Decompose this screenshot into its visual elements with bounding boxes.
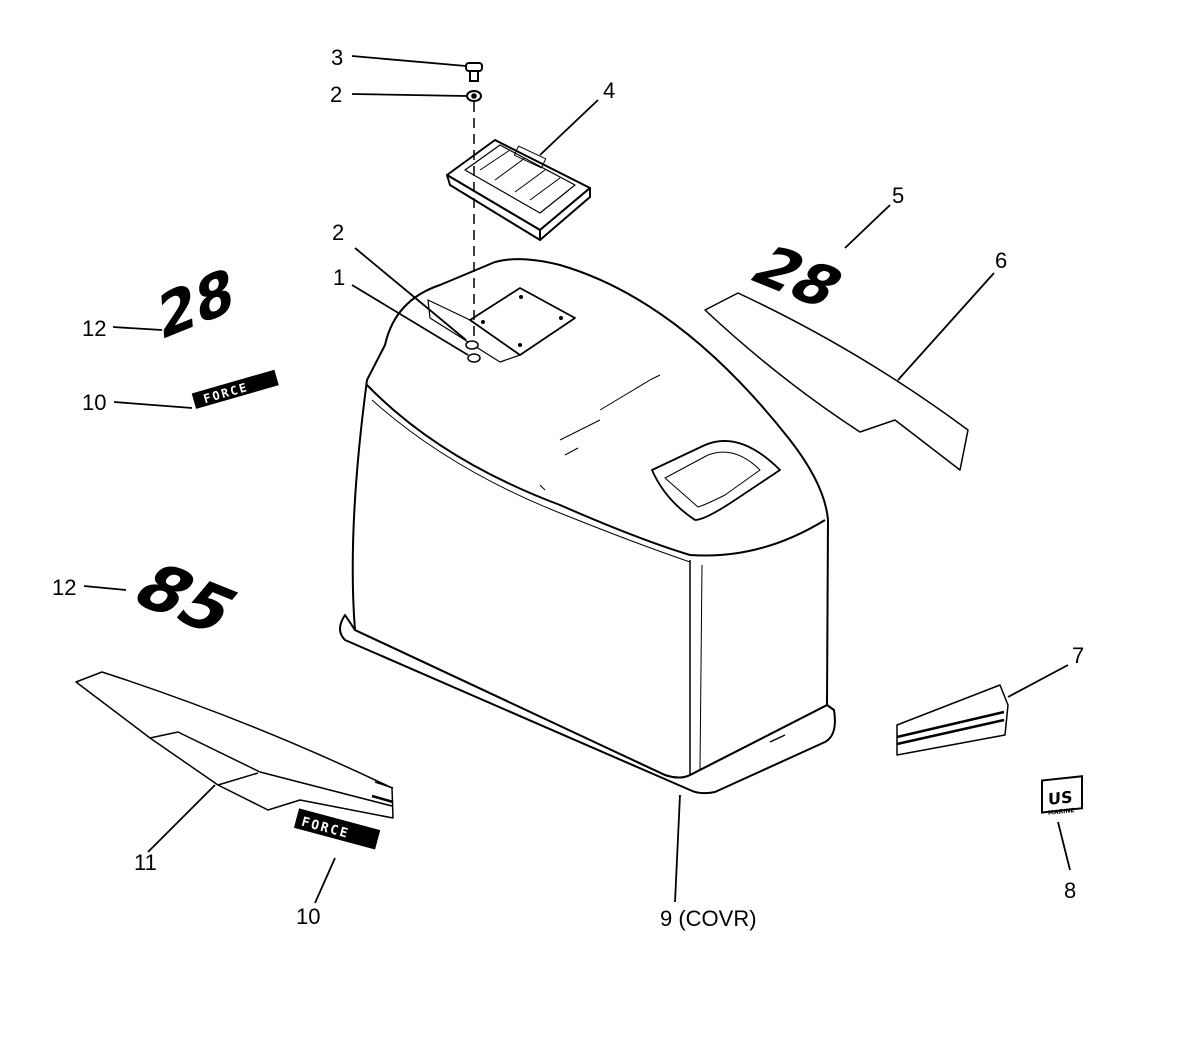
callout-3: 3	[331, 45, 343, 70]
us-marine-badge-text: US	[1048, 787, 1073, 809]
callout-8: 8	[1064, 878, 1076, 903]
callout-10-bottom: 10	[296, 904, 320, 929]
rear-stripe-decal	[896, 684, 1009, 756]
force-decal-outline: FORCE	[293, 808, 381, 850]
force-decal-black: FORCE	[191, 369, 279, 409]
callout-9: 9 (COVR)	[660, 906, 757, 931]
hp-decal-28-left: 28	[156, 255, 236, 356]
callout-4: 4	[603, 78, 615, 103]
us-marine-badge: US MARINE	[1041, 775, 1083, 817]
hp-decal-85-text: 85	[117, 551, 254, 647]
callouts: 3 2 4 5 6 2 1 12 10 12 7 8 9 (COVR) 11 1…	[52, 45, 1084, 931]
us-marine-badge-subtext: MARINE	[1048, 807, 1075, 817]
callout-7: 7	[1072, 643, 1084, 668]
hatch-cover	[446, 139, 591, 241]
stripe-decal-left	[75, 671, 394, 819]
screw	[465, 62, 483, 82]
leader-lines	[83, 55, 1071, 904]
washer	[466, 90, 482, 102]
callout-5: 5	[892, 183, 904, 208]
grommets	[465, 340, 481, 363]
callout-12-top: 12	[82, 316, 106, 341]
callout-11: 11	[134, 850, 157, 875]
callout-10-top: 10	[82, 390, 106, 415]
callout-2-mid: 2	[332, 220, 344, 245]
hp-decal-85: 85	[117, 551, 254, 647]
callout-6: 6	[995, 248, 1007, 273]
callout-12-bottom: 12	[52, 575, 76, 600]
callout-1: 1	[333, 265, 345, 290]
top-cowl-cover	[339, 258, 836, 795]
callout-2-top: 2	[330, 82, 342, 107]
stripe-decal-right	[704, 292, 969, 471]
hp-decal-28-left-text: 28	[156, 255, 236, 356]
